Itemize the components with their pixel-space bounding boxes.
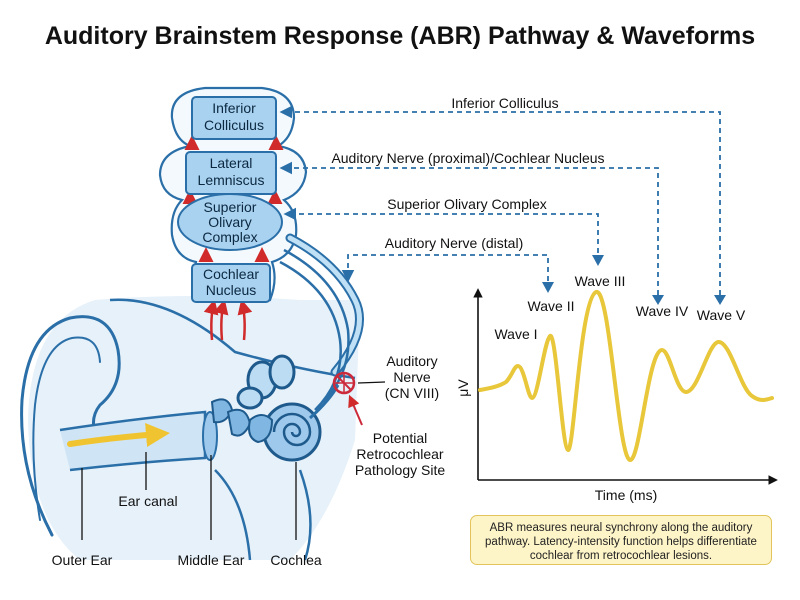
connector-auditory-nerve-proximal xyxy=(279,161,659,295)
peak-label-wave-ii: Wave II xyxy=(528,298,575,314)
cochlea-shape xyxy=(262,402,322,462)
brainstem-structure: Inferior Colliculus Lateral Lemniscus Su… xyxy=(158,86,364,420)
soc-line1: Superior xyxy=(204,199,257,215)
wave-generator-connectors xyxy=(279,105,721,295)
peak-label-wave-i: Wave I xyxy=(494,326,537,342)
y-axis-label: μV xyxy=(455,379,471,397)
outer-ear-shape xyxy=(20,315,121,537)
pathology-site-marker xyxy=(332,371,363,426)
ic-line2: Colliculus xyxy=(204,117,264,133)
label-cochlea: Cochlea xyxy=(270,552,322,568)
connector-auditory-nerve-distal xyxy=(341,254,549,290)
node-lateral-lemniscus: Lateral Lemniscus xyxy=(185,151,277,195)
page-title: Auditory Brainstem Response (ABR) Pathwa… xyxy=(44,22,756,50)
peak-label-wave-v: Wave V xyxy=(697,307,746,323)
sound-wave-arrow xyxy=(67,423,170,447)
connector-label-superior-olivary-complex: Superior Olivary Complex xyxy=(387,196,547,212)
cn-line1: Cochlear xyxy=(203,266,259,282)
label-ear-canal: Ear canal xyxy=(118,493,177,509)
peak-label-wave-iv: Wave IV xyxy=(636,303,689,319)
info-note: ABR measures neural synchrony along the … xyxy=(470,515,772,565)
connector-inferior-colliculus xyxy=(279,105,721,295)
soc-line2: Olivary xyxy=(208,214,252,230)
ll-line1: Lateral xyxy=(210,155,253,171)
abr-waveform-chart: μV Time (ms) Wave I Wave II Wave III Wav… xyxy=(455,273,778,503)
semicircular-canals xyxy=(236,354,296,410)
peak-label-wave-iii: Wave III xyxy=(575,273,626,289)
x-axis-label: Time (ms) xyxy=(595,487,657,503)
node-superior-olivary-complex: Superior Olivary Complex xyxy=(177,193,283,251)
connector-label-inferior-colliculus: Inferior Colliculus xyxy=(451,95,558,111)
label-pathology-3: Pathology Site xyxy=(355,462,445,478)
connector-label-auditory-nerve-distal: Auditory Nerve (distal) xyxy=(385,235,524,251)
ll-line2: Lemniscus xyxy=(198,172,265,188)
ic-line1: Inferior xyxy=(212,100,256,116)
label-middle-ear: Middle Ear xyxy=(178,552,245,568)
node-inferior-colliculus: Inferior Colliculus xyxy=(191,96,277,140)
soc-line3: Complex xyxy=(202,229,257,245)
label-pathology-2: Retrocochlear xyxy=(356,446,443,462)
label-auditory-nerve-1: Auditory xyxy=(386,353,437,369)
label-pathology-1: Potential xyxy=(373,430,427,446)
ear-anatomy xyxy=(20,296,360,561)
cn-line2: Nucleus xyxy=(206,282,257,298)
ear-labels: Auditory Nerve (CN VIII) Potential Retro… xyxy=(52,353,446,568)
abr-waveform-line xyxy=(478,289,774,463)
connector-superior-olivary-complex xyxy=(283,207,599,262)
label-auditory-nerve-3: (CN VIII) xyxy=(385,385,439,401)
label-auditory-nerve-2: Nerve xyxy=(393,369,431,385)
label-outer-ear: Outer Ear xyxy=(52,552,113,568)
eardrum-shape xyxy=(202,411,218,461)
node-cochlear-nucleus: Cochlear Nucleus xyxy=(191,263,271,303)
connector-label-auditory-nerve-proximal: Auditory Nerve (proximal)/Cochlear Nucle… xyxy=(331,150,604,166)
